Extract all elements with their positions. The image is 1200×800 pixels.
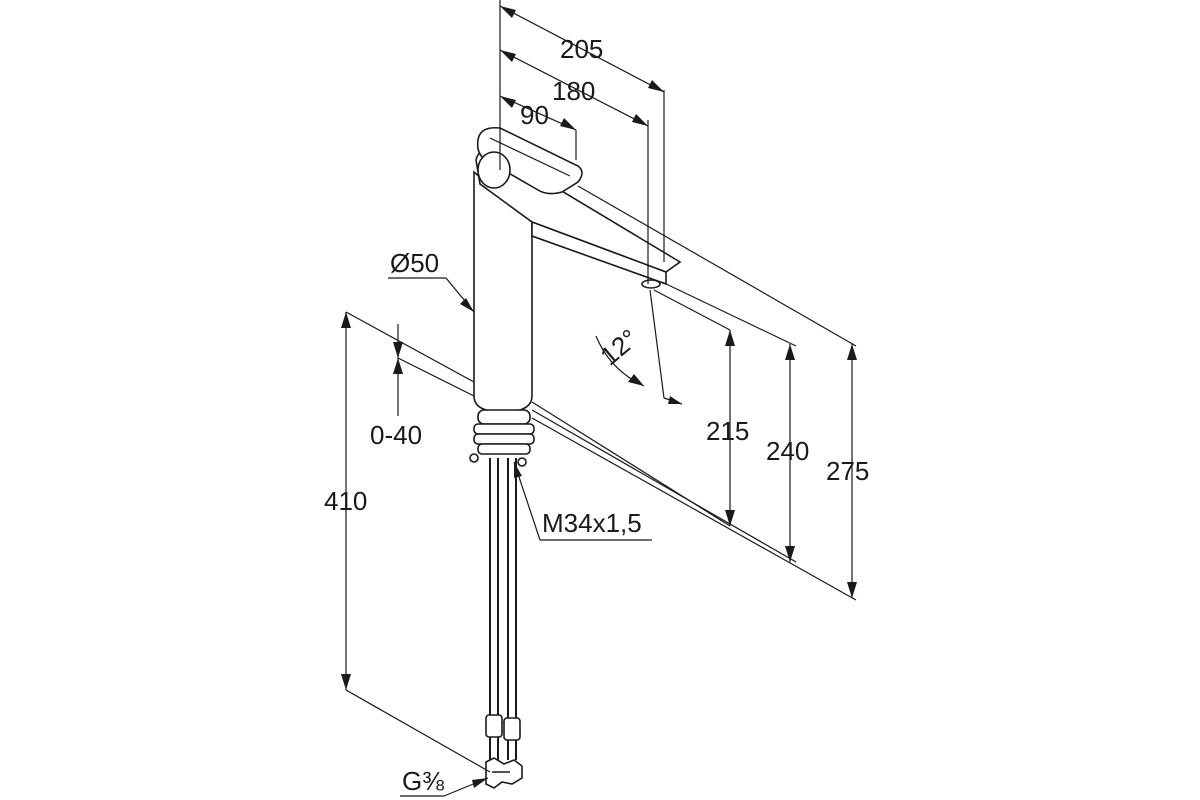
label-215: 215	[706, 416, 749, 446]
label-connection-g38: G⅜	[402, 766, 444, 796]
extension-lines	[345, 0, 857, 773]
label-thread-m34: M34x1,5	[542, 508, 642, 538]
label-205: 205	[560, 34, 603, 64]
supply-hoses	[485, 458, 523, 789]
label-90: 90	[520, 100, 549, 130]
label-0-40: 0-40	[370, 420, 422, 450]
label-diameter-50: Ø50	[390, 248, 439, 278]
label-240: 240	[766, 436, 809, 466]
dimension-arrows	[341, 5, 857, 797]
label-angle-12: 12°	[594, 323, 643, 371]
base-rings	[469, 409, 535, 467]
label-275: 275	[826, 456, 869, 486]
faucet-body	[473, 147, 682, 413]
dimension-labels: 205 180 90 Ø50 12° 0-40 410 215 240 275 …	[324, 34, 869, 796]
label-180: 180	[552, 76, 595, 106]
lever-handle	[476, 126, 583, 195]
label-410: 410	[324, 486, 367, 516]
